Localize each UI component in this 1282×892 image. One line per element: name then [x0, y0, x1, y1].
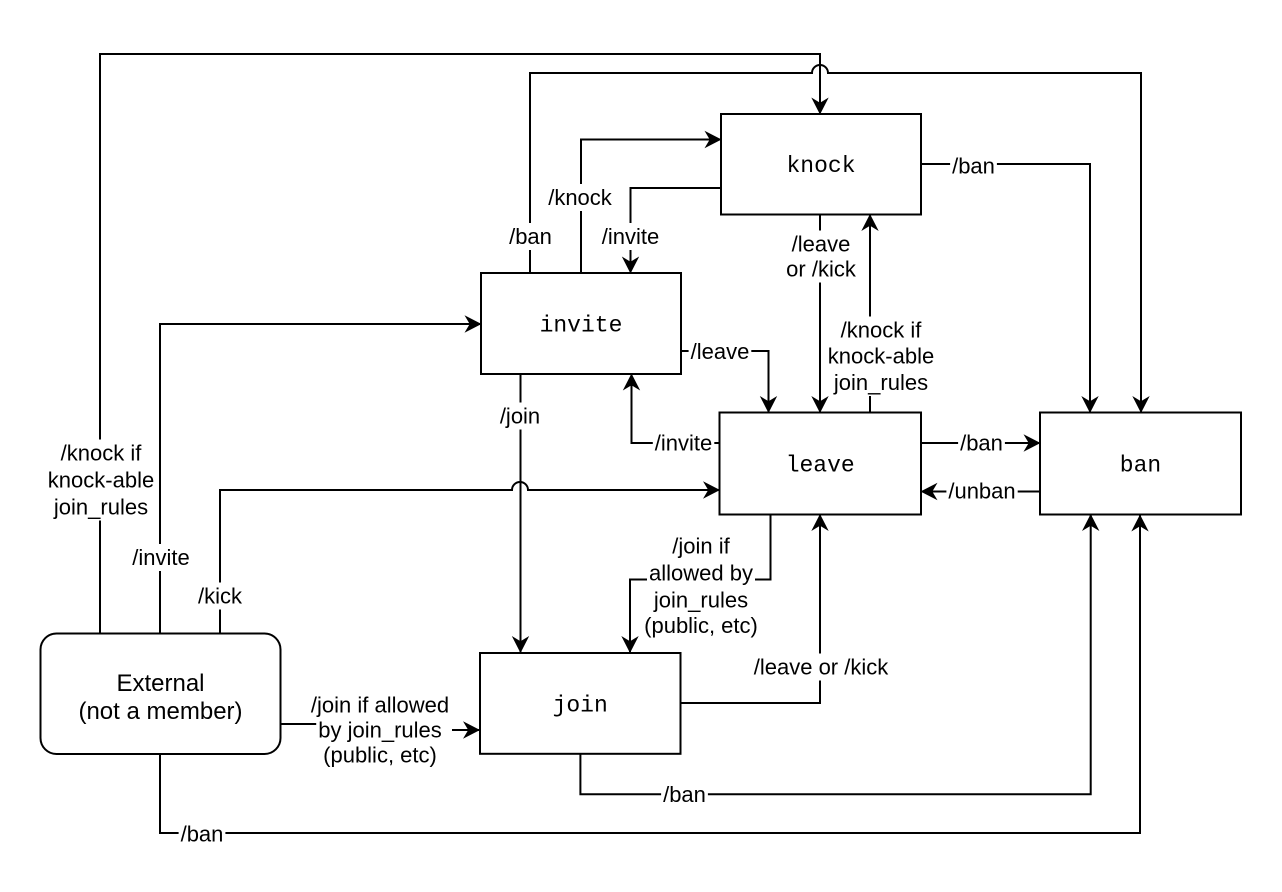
svg-text:join_rules: join_rules [53, 495, 148, 520]
svg-text:(not a member): (not a member) [78, 698, 242, 725]
svg-text:allowed by: allowed by [649, 561, 753, 586]
svg-text:/knock: /knock [548, 185, 613, 210]
svg-text:(public, etc): (public, etc) [644, 613, 758, 638]
svg-text:/leave: /leave [792, 232, 851, 257]
svg-text:/ban: /ban [952, 154, 995, 179]
svg-text:External: External [116, 670, 204, 697]
svg-text:/ban: /ban [509, 224, 552, 249]
svg-text:/invite: /invite [655, 431, 712, 456]
svg-text:ban: ban [1120, 453, 1161, 479]
svg-text:knock-able: knock-able [828, 344, 934, 369]
svg-text:/unban: /unban [948, 479, 1015, 504]
svg-text:join: join [553, 692, 608, 718]
svg-text:join_rules: join_rules [653, 588, 748, 613]
svg-text:/leave or /kick: /leave or /kick [754, 655, 889, 680]
svg-text:/join if: /join if [672, 534, 730, 559]
svg-text:/join: /join [500, 404, 540, 429]
svg-text:knock-able: knock-able [48, 468, 154, 493]
svg-text:leave: leave [786, 453, 855, 479]
svg-text:/knock if: /knock if [61, 441, 143, 466]
svg-text:/invite: /invite [132, 545, 189, 570]
svg-text:or /kick: or /kick [786, 257, 857, 282]
svg-text:/join if allowed: /join if allowed [311, 693, 449, 718]
svg-text:knock: knock [786, 153, 855, 179]
svg-text:invite: invite [540, 313, 623, 339]
svg-text:by join_rules: by join_rules [318, 718, 442, 743]
svg-text:/ban: /ban [663, 782, 706, 807]
svg-text:/kick: /kick [198, 584, 243, 609]
svg-text:join_rules: join_rules [833, 370, 928, 395]
svg-text:/ban: /ban [960, 431, 1003, 456]
svg-text:/knock if: /knock if [841, 318, 923, 343]
svg-text:(public, etc): (public, etc) [323, 743, 437, 768]
svg-text:/leave: /leave [691, 339, 750, 364]
svg-text:/ban: /ban [181, 822, 224, 847]
svg-text:/invite: /invite [602, 224, 659, 249]
